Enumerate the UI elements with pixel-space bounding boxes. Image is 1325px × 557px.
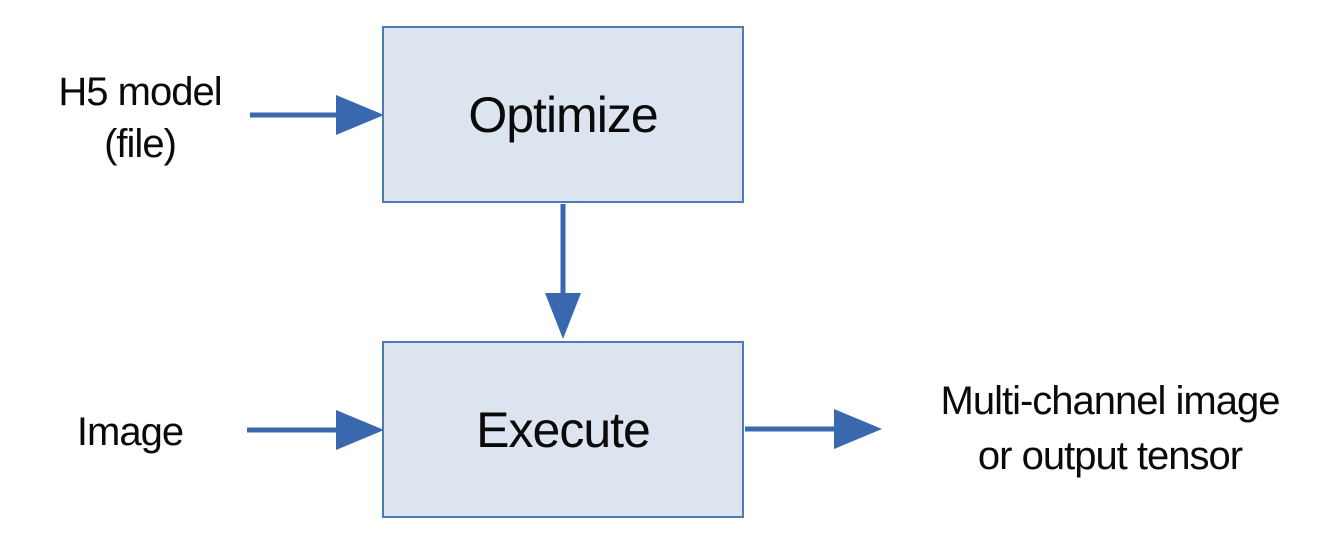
node-optimize: Optimize [382, 26, 744, 203]
label-output: Multi-channel image or output tensor [900, 374, 1320, 484]
label-output-line2: or output tensor [977, 434, 1243, 478]
label-h5-model-line2: (file) [104, 122, 177, 166]
arrow-h5-to-optimize [250, 95, 384, 135]
label-h5-model: H5 model (file) [28, 66, 252, 170]
arrow-optimize-to-execute [545, 204, 581, 339]
label-output-line1: Multi-channel image [940, 379, 1281, 423]
arrow-image-to-execute [247, 410, 384, 450]
node-execute-label: Execute [476, 401, 651, 458]
label-image-line1: Image [76, 410, 184, 454]
node-execute: Execute [382, 341, 744, 518]
node-optimize-label: Optimize [468, 86, 658, 143]
label-image: Image [28, 406, 232, 458]
arrow-execute-to-output [745, 409, 882, 449]
label-h5-model-line1: H5 model [58, 70, 222, 114]
